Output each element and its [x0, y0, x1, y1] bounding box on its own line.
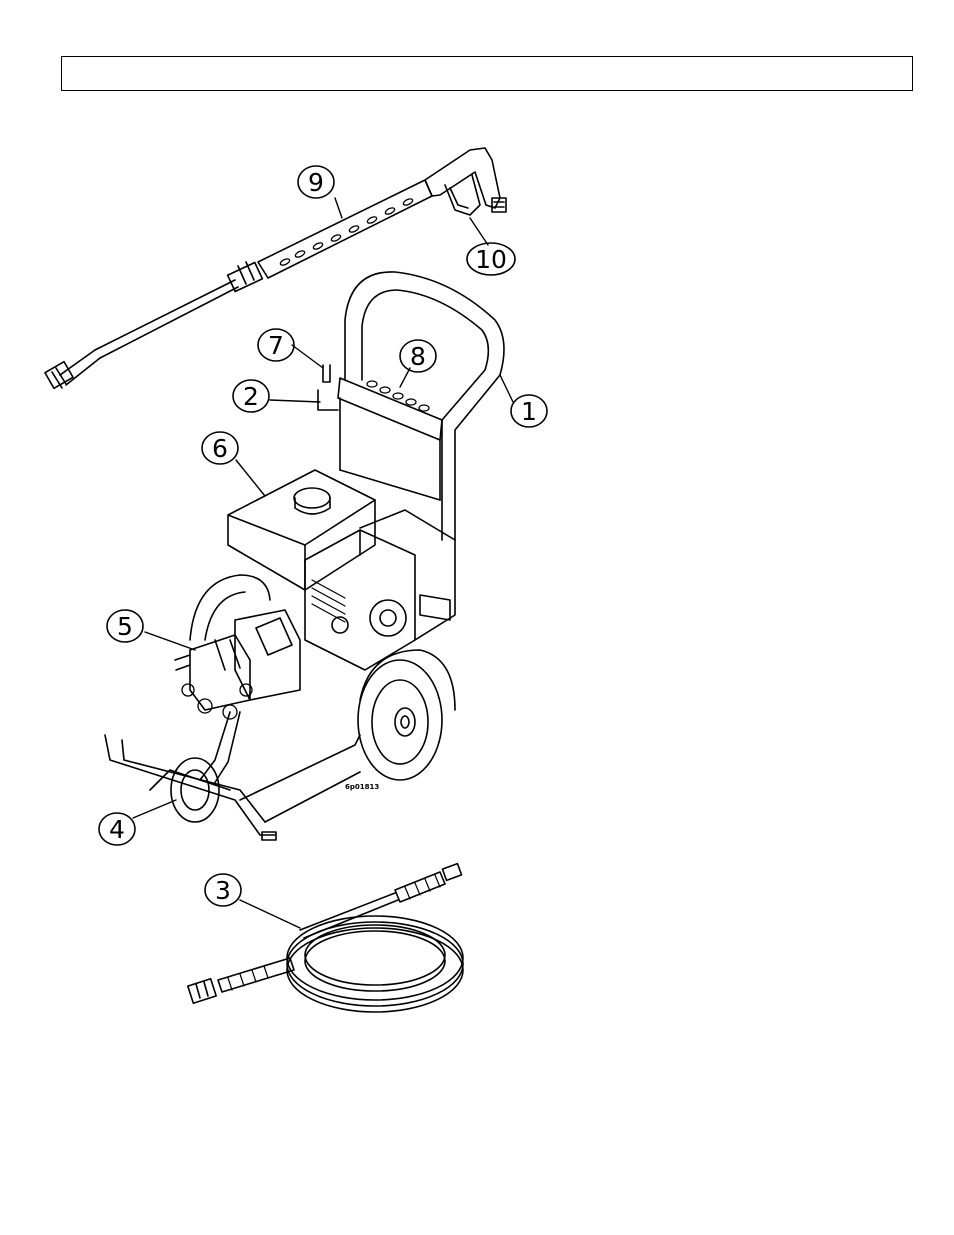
callout-label-10: 10 [475, 245, 507, 274]
callout-4: 4 [99, 813, 135, 845]
callout-3: 3 [205, 874, 241, 906]
callout-10: 10 [467, 243, 515, 275]
pump [175, 610, 300, 719]
callout-label-2: 2 [243, 382, 259, 411]
frame-handle [318, 272, 504, 540]
callout-label-8: 8 [410, 342, 426, 371]
base-frame [105, 712, 360, 840]
leader-lines [133, 198, 513, 928]
callout-label-3: 3 [215, 876, 231, 905]
callout-1: 1 [511, 395, 547, 427]
callout-label-1: 1 [521, 397, 537, 426]
callout-2: 2 [233, 380, 269, 412]
callout-label-9: 9 [308, 168, 324, 197]
callout-9: 9 [298, 166, 334, 198]
callout-label-5: 5 [117, 612, 133, 641]
callout-label-6: 6 [212, 434, 228, 463]
callout-7: 7 [258, 329, 294, 361]
callout-5: 5 [107, 610, 143, 642]
callout-label-7: 7 [268, 331, 284, 360]
drawing-code: 6p01813 [345, 783, 379, 791]
callout-8: 8 [400, 340, 436, 372]
callout-6: 6 [202, 432, 238, 464]
callout-label-4: 4 [109, 815, 125, 844]
